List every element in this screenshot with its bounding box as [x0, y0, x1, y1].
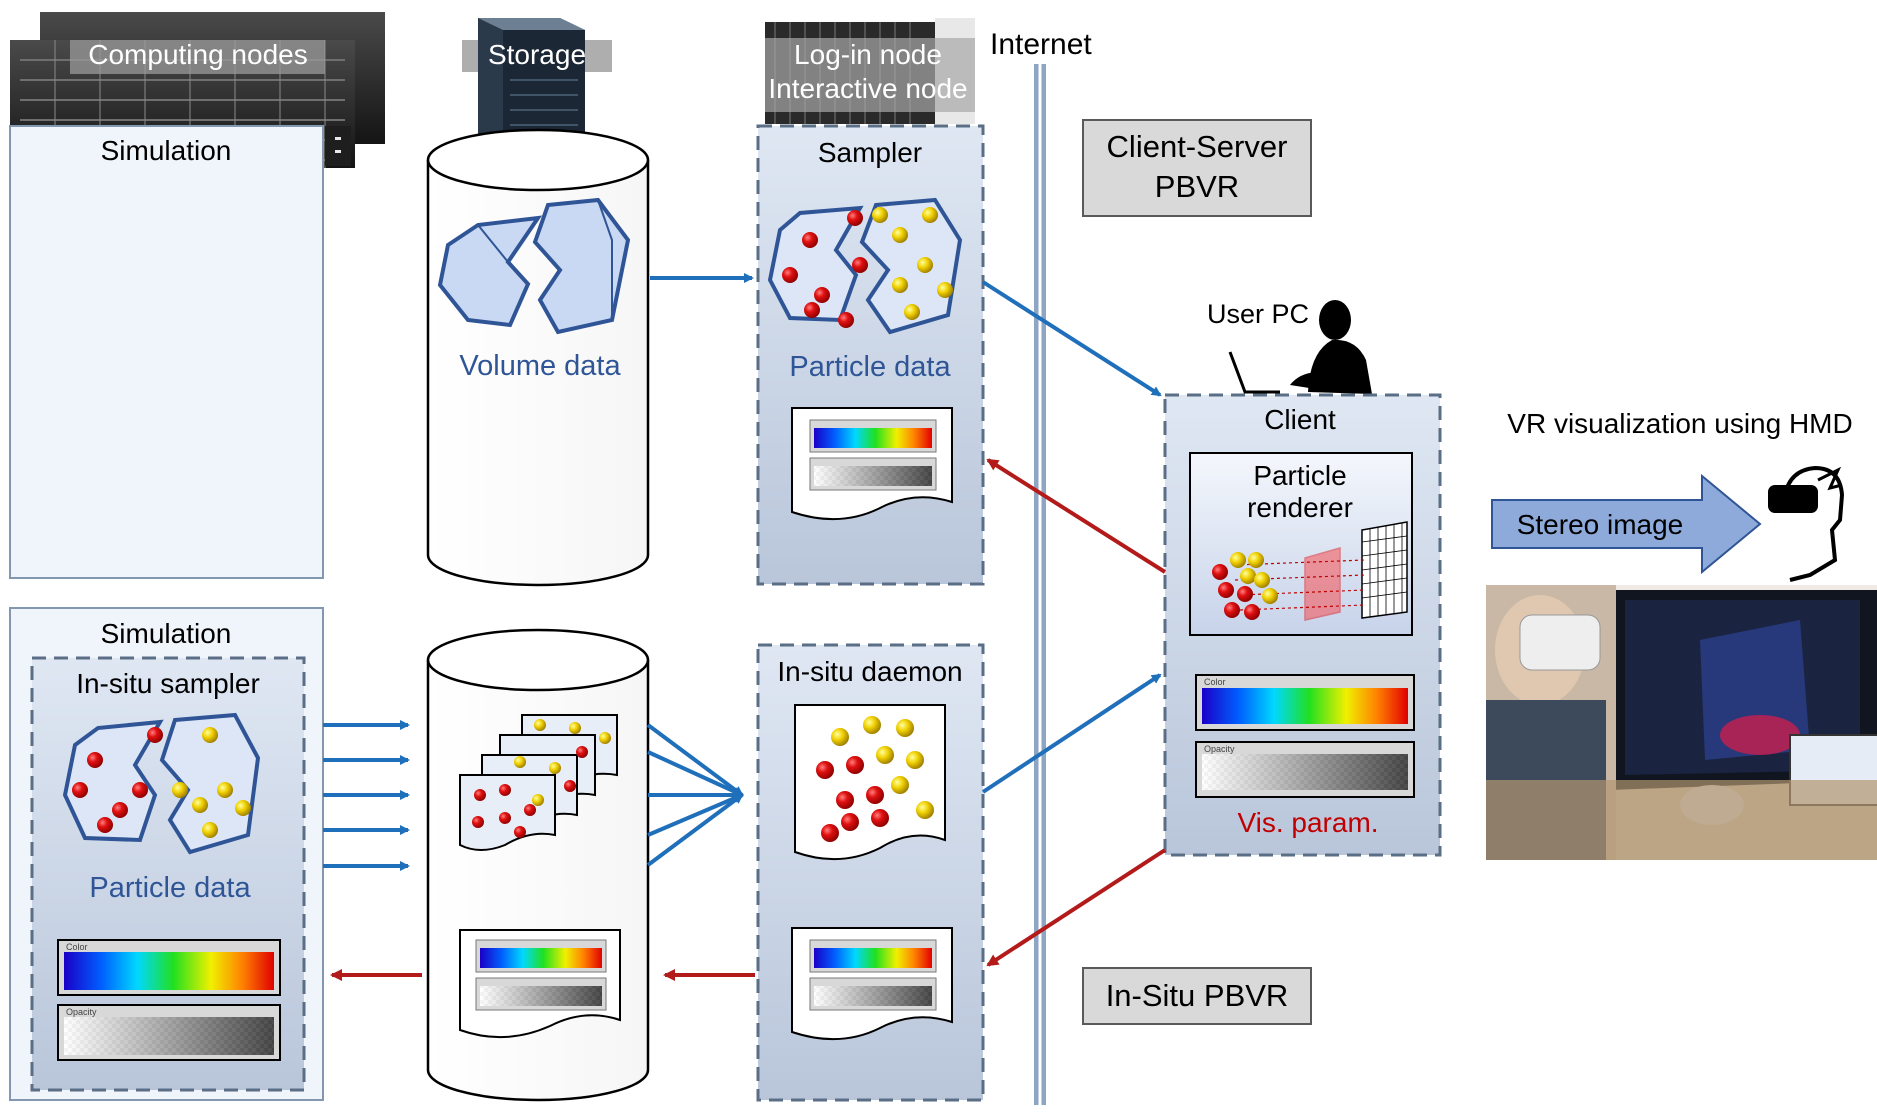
in-situ-sampler-label: In-situ sampler [76, 668, 260, 699]
insitu-tf-opacity-caption: Opacity [66, 1007, 97, 1017]
simulation-bottom-label: Simulation [101, 618, 232, 649]
particle-renderer-box [1189, 452, 1413, 636]
daemon-particle-file-icon [794, 704, 946, 861]
storage-label: Storage [488, 39, 586, 70]
vis-param-label: Vis. param. [1237, 807, 1378, 838]
data-flow-arrows [323, 273, 1162, 871]
client-label: Client [1264, 404, 1336, 435]
hmd-head-icon [1768, 465, 1845, 582]
in-situ-pbvr-label: In-Situ PBVR [1106, 978, 1289, 1013]
volume-data-label: Volume data [459, 350, 621, 382]
daemon-to-client-arrow [981, 673, 1162, 794]
particle-renderer-label-line1: Particle [1253, 460, 1346, 491]
stereo-image-label: Stereo image [1517, 509, 1684, 540]
particle-data-insitu-label: Particle data [89, 872, 251, 904]
renderer-grid-icon [1212, 521, 1408, 621]
user-pc-label: User PC [1207, 299, 1309, 329]
blade-server-icon [765, 18, 975, 124]
particle-renderer-label-line2: renderer [1247, 492, 1353, 523]
parameter-flow-arrows [330, 458, 1167, 981]
client-server-label-line2: PBVR [1155, 169, 1239, 204]
simulation-top-label: Simulation [101, 135, 232, 166]
particle-volume-icon [767, 197, 963, 335]
client-to-sampler-param-arrow [986, 458, 1167, 574]
client-server-box [1082, 119, 1312, 217]
insitu-tf-color-caption: Color [66, 942, 88, 952]
login-node-label: Log-in node [794, 39, 942, 70]
tf-color-caption: Color [1204, 677, 1226, 687]
storage-to-daemon-arrow-1 [646, 723, 744, 797]
sampler-label: Sampler [818, 137, 922, 168]
stereo-image-arrow [1491, 473, 1762, 575]
user-silhouette-icon [1228, 300, 1372, 394]
sampler-to-client-arrow [981, 280, 1162, 397]
in-situ-pbvr-box [1082, 967, 1312, 1025]
particle-data-sampler-label: Particle data [789, 351, 951, 383]
vr-visualization-label: VR visualization using HMD [1507, 408, 1852, 439]
volume-polyhedron-icon [437, 197, 631, 335]
interactive-node-label: Interactive node [768, 73, 967, 104]
computing-nodes-label: Computing nodes [88, 39, 307, 70]
daemon-transfer-function-icon [791, 927, 953, 1041]
insitu-transfer-function-icon: Color Opacity [57, 939, 281, 1061]
client-to-daemon-param-arrow [986, 848, 1167, 967]
storage-transfer-function-icon [459, 929, 621, 1039]
tf-opacity-caption: Opacity [1204, 744, 1235, 754]
rack-led-icon [325, 126, 351, 166]
storage-to-daemon-arrow-5 [646, 793, 744, 867]
simulation-panel-top [9, 125, 324, 579]
client-transfer-function-icon: Color Opacity [1195, 674, 1415, 798]
insitu-particle-volume-icon [62, 712, 261, 855]
in-situ-daemon-label: In-situ daemon [777, 656, 962, 687]
client-server-label-line1: Client-Server [1107, 129, 1288, 164]
internet-label: Internet [990, 28, 1092, 61]
storage-to-daemon-arrow-4 [647, 793, 744, 837]
storage-to-daemon-arrow-2 [647, 750, 744, 797]
particle-files-stack-icon [459, 714, 618, 851]
transfer-function-icon [791, 407, 953, 521]
vr-photo [1486, 585, 1877, 860]
